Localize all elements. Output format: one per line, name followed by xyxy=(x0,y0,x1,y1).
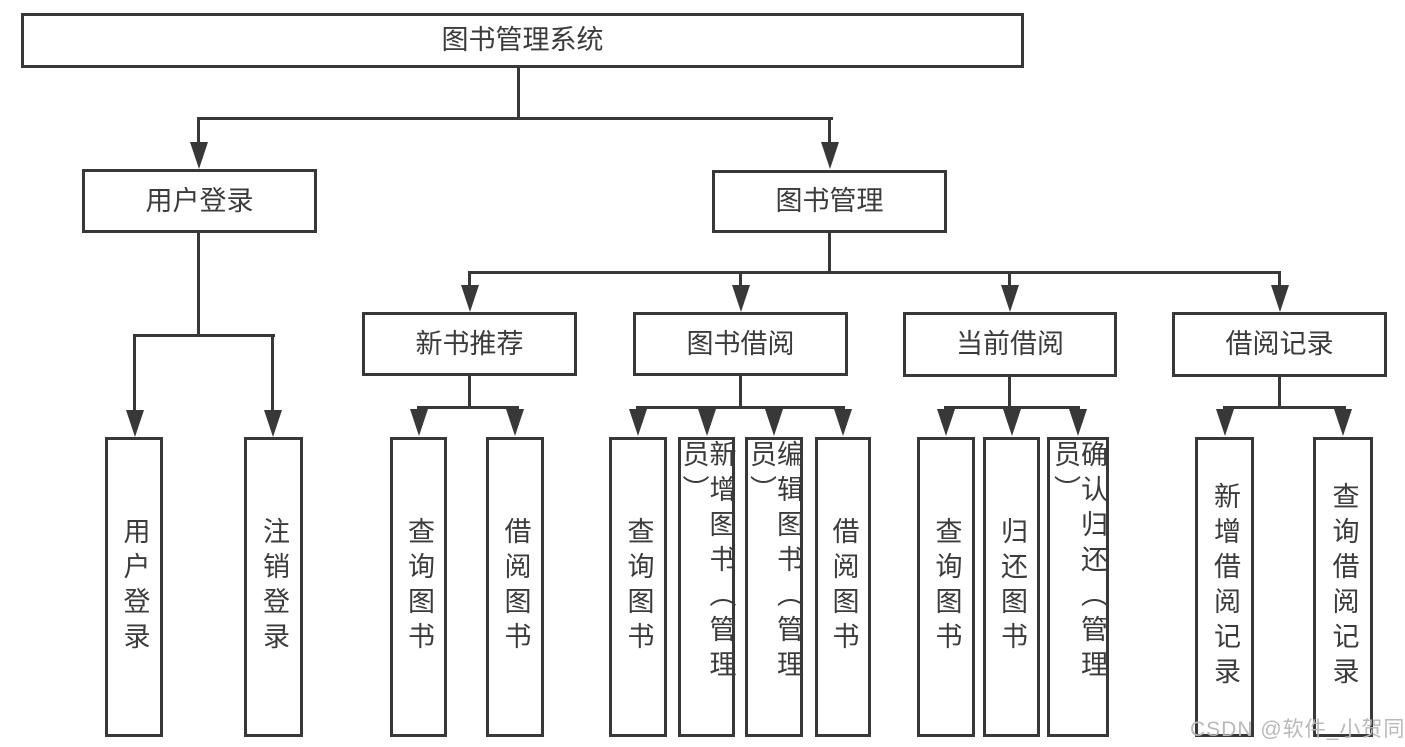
leaf-query-borrow-record: 查询借阅记录 xyxy=(1313,437,1373,737)
connector-drop-leaf xyxy=(271,334,274,411)
arrow-down-icon xyxy=(506,409,524,436)
leaf-label: 注销登录 xyxy=(259,517,289,657)
node-label: 借阅记录 xyxy=(1225,329,1334,359)
leaf-add-borrow-record: 新增借阅记录 xyxy=(1195,437,1254,737)
node-label: 图书借阅 xyxy=(686,328,795,359)
connector-stem xyxy=(1008,376,1011,409)
connector-drop-book-borrowing xyxy=(739,271,742,286)
arrow-down-icon xyxy=(732,285,750,312)
node-borrowing-records: 借阅记录 xyxy=(1172,312,1387,377)
leaf-label: 查询图书 xyxy=(931,517,962,657)
connector-drop-book-management xyxy=(828,117,831,143)
leaf-return-books: 归还图书 xyxy=(983,437,1040,737)
arrow-down-icon xyxy=(461,285,479,312)
node-label: 图书管理系统 xyxy=(441,25,604,55)
leaf-label: 查询借阅记录 xyxy=(1328,482,1359,692)
connector-drop-leaf xyxy=(133,334,136,411)
connector-drop-borrowing-records xyxy=(1278,271,1281,286)
arrow-down-icon xyxy=(1271,285,1289,312)
connector-crossbar xyxy=(636,406,845,409)
leaf-confirm-return-admin: 确认归还（管理员） xyxy=(1047,437,1109,737)
node-label: 用户登录 xyxy=(145,185,254,216)
leaf-label: 新增图书（管理员） xyxy=(678,440,736,685)
leaf-label: 确认归还（管理员） xyxy=(1050,440,1107,685)
arrow-down-icon xyxy=(1001,285,1019,312)
node-library-management-system: 图书管理系统 xyxy=(21,13,1024,68)
connector-crossbar xyxy=(944,406,1080,409)
node-book-management: 图书管理 xyxy=(712,170,947,233)
leaf-query-books-recommend: 查询图书 xyxy=(390,437,447,737)
arrow-down-icon xyxy=(834,409,852,436)
arrow-down-icon xyxy=(1003,409,1021,436)
leaf-label: 归还图书 xyxy=(997,517,1027,657)
connector-crossbar xyxy=(1223,406,1346,409)
arrow-down-icon xyxy=(1069,409,1087,436)
leaf-query-books-borrow: 查询图书 xyxy=(609,437,667,737)
node-user-login: 用户登录 xyxy=(82,169,317,233)
leaf-add-book-admin: 新增图书（管理员） xyxy=(678,437,736,737)
connector-crossbar xyxy=(417,406,519,409)
leaf-borrow-books-recommend: 借阅图书 xyxy=(486,437,544,737)
arrow-down-icon xyxy=(629,409,647,436)
node-new-book-recommendation: 新书推荐 xyxy=(362,312,577,376)
arrow-down-icon xyxy=(765,409,783,436)
leaf-label: 编辑图书（管理员） xyxy=(746,440,803,685)
node-book-borrowing: 图书借阅 xyxy=(633,312,848,376)
node-current-borrowing: 当前借阅 xyxy=(903,312,1117,377)
leaf-label: 用户登录 xyxy=(119,517,150,657)
connector-drop-user-login xyxy=(197,117,200,143)
arrow-down-icon xyxy=(190,142,208,169)
watermark: CSDN @软件_小贺同学 xyxy=(1190,718,1405,741)
connector-drop-current-borrowing xyxy=(1008,271,1011,286)
arrow-down-icon xyxy=(698,409,716,436)
connector-root-crossbar xyxy=(197,117,833,120)
leaf-label: 借阅图书 xyxy=(828,517,859,657)
node-label: 新书推荐 xyxy=(415,328,524,359)
node-label: 当前借阅 xyxy=(956,329,1064,359)
connector-book-management-stem xyxy=(828,233,831,273)
leaf-query-books-current: 查询图书 xyxy=(917,437,975,737)
connector-user-login-crossbar xyxy=(133,334,275,337)
leaf-logout: 注销登录 xyxy=(244,437,303,737)
leaf-edit-book-admin: 编辑图书（管理员） xyxy=(745,437,803,737)
arrow-down-icon xyxy=(126,410,144,437)
connector-stem xyxy=(739,376,742,409)
arrow-down-icon xyxy=(821,142,839,169)
leaf-borrow-books-borrow: 借阅图书 xyxy=(815,437,871,737)
connector-stem xyxy=(1278,377,1281,409)
leaf-user-login: 用户登录 xyxy=(105,437,163,737)
node-label: 图书管理 xyxy=(775,186,884,216)
connector-root-stem xyxy=(517,65,520,119)
arrow-down-icon xyxy=(1334,409,1352,436)
arrow-down-icon xyxy=(937,409,955,436)
leaf-label: 新增借阅记录 xyxy=(1210,482,1240,692)
leaf-label: 查询图书 xyxy=(404,517,434,657)
connector-drop-new-book xyxy=(468,271,471,286)
arrow-down-icon xyxy=(410,409,428,436)
arrow-down-icon xyxy=(264,410,282,437)
leaf-label: 查询图书 xyxy=(623,517,654,657)
arrow-down-icon xyxy=(1216,409,1234,436)
connector-user-login-stem xyxy=(197,233,200,336)
leaf-label: 借阅图书 xyxy=(500,517,531,657)
connector-book-management-crossbar xyxy=(468,271,1281,274)
connector-stem xyxy=(468,376,471,409)
